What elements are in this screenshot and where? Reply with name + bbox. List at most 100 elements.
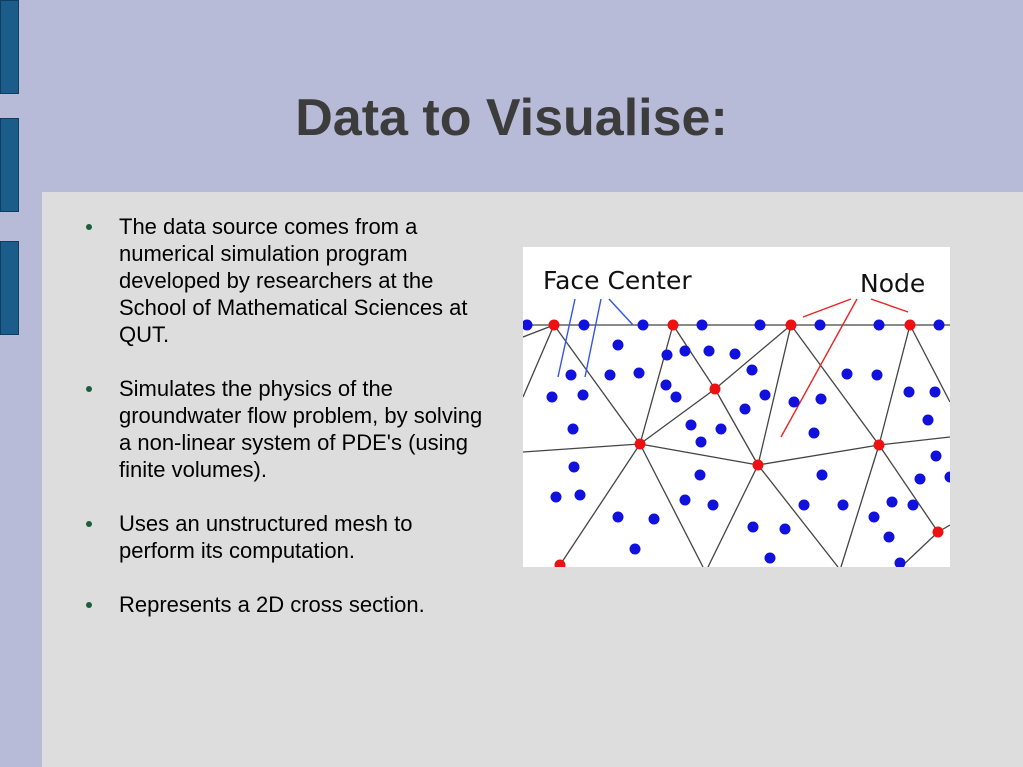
mesh-edge [553, 324, 641, 445]
face-center-dot [685, 419, 697, 431]
node-dot [634, 438, 646, 450]
mesh-figure: Face Center Node [523, 247, 950, 567]
mesh-diagram: Face Center Node [523, 266, 950, 567]
side-tab [0, 0, 19, 94]
face-center-dot [816, 469, 828, 481]
label-pointers [557, 298, 909, 438]
face-center-dot [883, 531, 895, 543]
label-pointer-line [584, 298, 602, 378]
mesh-edge [639, 324, 674, 445]
face-center-dot [715, 423, 727, 435]
bullet-item: Simulates the physics of the groundwater… [66, 375, 486, 483]
bullet-item: Uses an unstructured mesh to perform its… [66, 510, 486, 564]
face-center-dot [550, 491, 562, 503]
face-center-dot [729, 348, 741, 360]
mesh-edge [900, 531, 939, 567]
mesh-edge [523, 443, 641, 453]
node-dot [785, 319, 797, 331]
mesh-edge [878, 444, 939, 533]
face-center-dot [798, 499, 810, 511]
bullet-icon [86, 521, 92, 527]
node-dot [548, 319, 560, 331]
face-center-dot [933, 319, 945, 331]
face-center-dot [612, 511, 624, 523]
face-center-dot [679, 494, 691, 506]
face-center-dot [871, 369, 883, 381]
face-center-dot [914, 473, 926, 485]
face-center-dot [604, 369, 616, 381]
face-center-dot [814, 319, 826, 331]
face-center-dot [837, 499, 849, 511]
face-center-dot [808, 427, 820, 439]
label-pointer-line [557, 298, 576, 378]
face-center-dot [739, 403, 751, 415]
face-center-label: Face Center [543, 266, 692, 295]
face-center-dot [707, 499, 719, 511]
face-center-dot [754, 319, 766, 331]
slide-title: Data to Visualise: [295, 89, 728, 147]
face-center-dot [779, 523, 791, 535]
bullet-text: The data source comes from a numerical s… [119, 214, 468, 347]
face-center-dot [660, 379, 672, 391]
node-dot [554, 559, 566, 567]
mesh-edge [639, 443, 704, 567]
face-center-dot [759, 389, 771, 401]
face-center-dot [703, 345, 715, 357]
node-dot [932, 526, 944, 538]
mesh-nodes [548, 319, 944, 567]
side-tab [0, 118, 19, 212]
mesh-edge [714, 324, 792, 390]
face-center-dot [695, 436, 707, 448]
side-tab [0, 241, 19, 335]
mesh-edge [714, 388, 759, 466]
face-center-dot [944, 471, 950, 483]
mesh-edge [878, 324, 911, 446]
face-center-dot [747, 521, 759, 533]
mesh-edge [639, 443, 759, 466]
bullet-list: The data source comes from a numerical s… [66, 213, 486, 645]
face-center-dot [764, 552, 776, 564]
face-center-dot [841, 368, 853, 380]
mesh-edge [909, 324, 950, 403]
label-pointer-line [870, 298, 909, 313]
face-center-dot [574, 489, 586, 501]
face-center-dot [568, 461, 580, 473]
mesh-edge [639, 388, 716, 445]
bullet-text: Simulates the physics of the groundwater… [119, 376, 483, 482]
face-center-dot [637, 319, 649, 331]
mesh-edge [523, 324, 555, 398]
face-center-dot [679, 345, 691, 357]
face-centers [523, 319, 950, 567]
face-center-dot [746, 364, 758, 376]
mesh-edge [757, 464, 839, 567]
face-center-dot [894, 557, 906, 567]
face-center-dot [648, 513, 660, 525]
face-center-dot [694, 469, 706, 481]
face-center-dot [633, 367, 645, 379]
face-center-dot [868, 511, 880, 523]
face-center-dot [922, 414, 934, 426]
node-dot [709, 383, 721, 395]
mesh-edge [672, 324, 716, 390]
mesh-edges [523, 324, 950, 567]
mesh-edge [840, 444, 880, 567]
mesh-edge [559, 443, 641, 566]
node-dot [667, 319, 679, 331]
mesh-edge [757, 444, 880, 466]
face-center-dot [629, 543, 641, 555]
label-pointer-line [802, 298, 852, 318]
bullet-icon [86, 386, 92, 392]
node-dot [904, 319, 916, 331]
bullet-icon [86, 602, 92, 608]
bullet-text: Uses an unstructured mesh to perform its… [119, 511, 413, 563]
face-center-dot [578, 319, 590, 331]
face-center-dot [903, 386, 915, 398]
face-center-dot [929, 386, 941, 398]
bullet-text: Represents a 2D cross section. [119, 592, 425, 617]
mesh-edge [757, 324, 792, 466]
face-center-dot [577, 389, 589, 401]
face-center-dot [815, 393, 827, 405]
face-center-dot [523, 319, 533, 331]
node-label: Node [860, 269, 925, 298]
face-center-dot [886, 496, 898, 508]
